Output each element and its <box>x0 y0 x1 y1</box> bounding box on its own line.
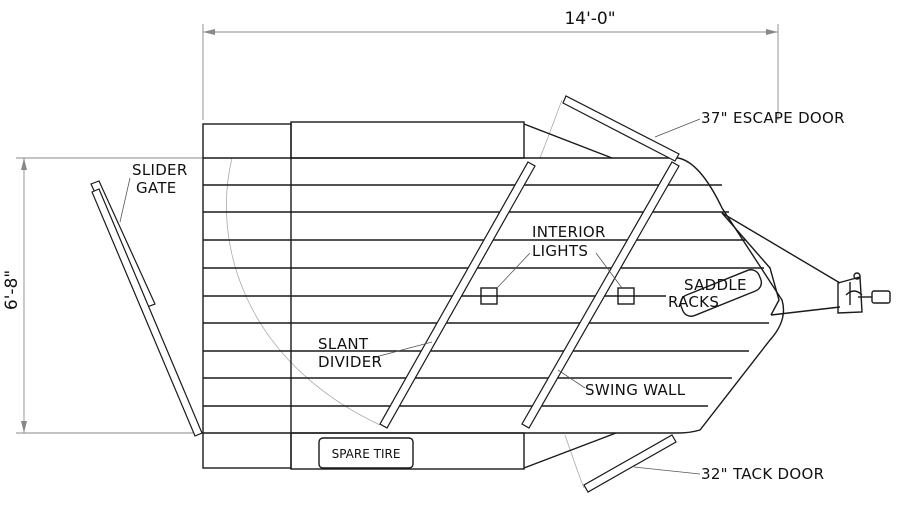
spare-tire-label: SPARE TIRE <box>332 447 401 461</box>
width-dimension-text: 6'-8" <box>2 270 22 310</box>
width-dimension: 6'-8" <box>2 157 210 434</box>
swing-arcs <box>226 99 585 489</box>
tack-door-label: 32" TACK DOOR <box>701 465 824 483</box>
slider-gate-bar <box>90 180 203 437</box>
trailer-body <box>202 121 841 470</box>
saddle-rack <box>679 269 763 317</box>
length-dimension-text: 14'-0" <box>564 9 615 29</box>
tack-door-bar <box>583 434 677 493</box>
rear-frame <box>202 123 292 469</box>
slant-divider-bar <box>379 161 536 429</box>
hitch-coupler <box>837 272 891 314</box>
top-fender <box>290 121 525 159</box>
interior-light-2 <box>617 287 635 305</box>
interior-lights-label-line1: INTERIOR <box>532 223 606 241</box>
saddle-racks-label-line2: RACKS <box>668 293 719 311</box>
slider-gate-label-line2: GATE <box>136 179 177 197</box>
length-dimension: 14'-0" <box>202 9 779 120</box>
saddle-racks-label-line1: SADDLE <box>684 276 747 294</box>
escape-door-label: 37" ESCAPE DOOR <box>701 109 845 127</box>
swing-wall-bar <box>521 161 680 429</box>
slant-divider-label-line2: DIVIDER <box>318 353 382 371</box>
swing-wall-label: SWING WALL <box>585 381 686 399</box>
escape-door-bar <box>562 95 680 162</box>
spare-tire: SPARE TIRE <box>318 437 414 469</box>
interior-lights-label-line2: LIGHTS <box>532 242 588 260</box>
trailer-outline <box>203 157 785 434</box>
slider-gate-label-line1: SLIDER <box>132 161 188 179</box>
interior-light-1 <box>480 287 498 305</box>
leader-lines <box>119 118 701 475</box>
slant-divider-label-line1: SLANT <box>318 335 369 353</box>
